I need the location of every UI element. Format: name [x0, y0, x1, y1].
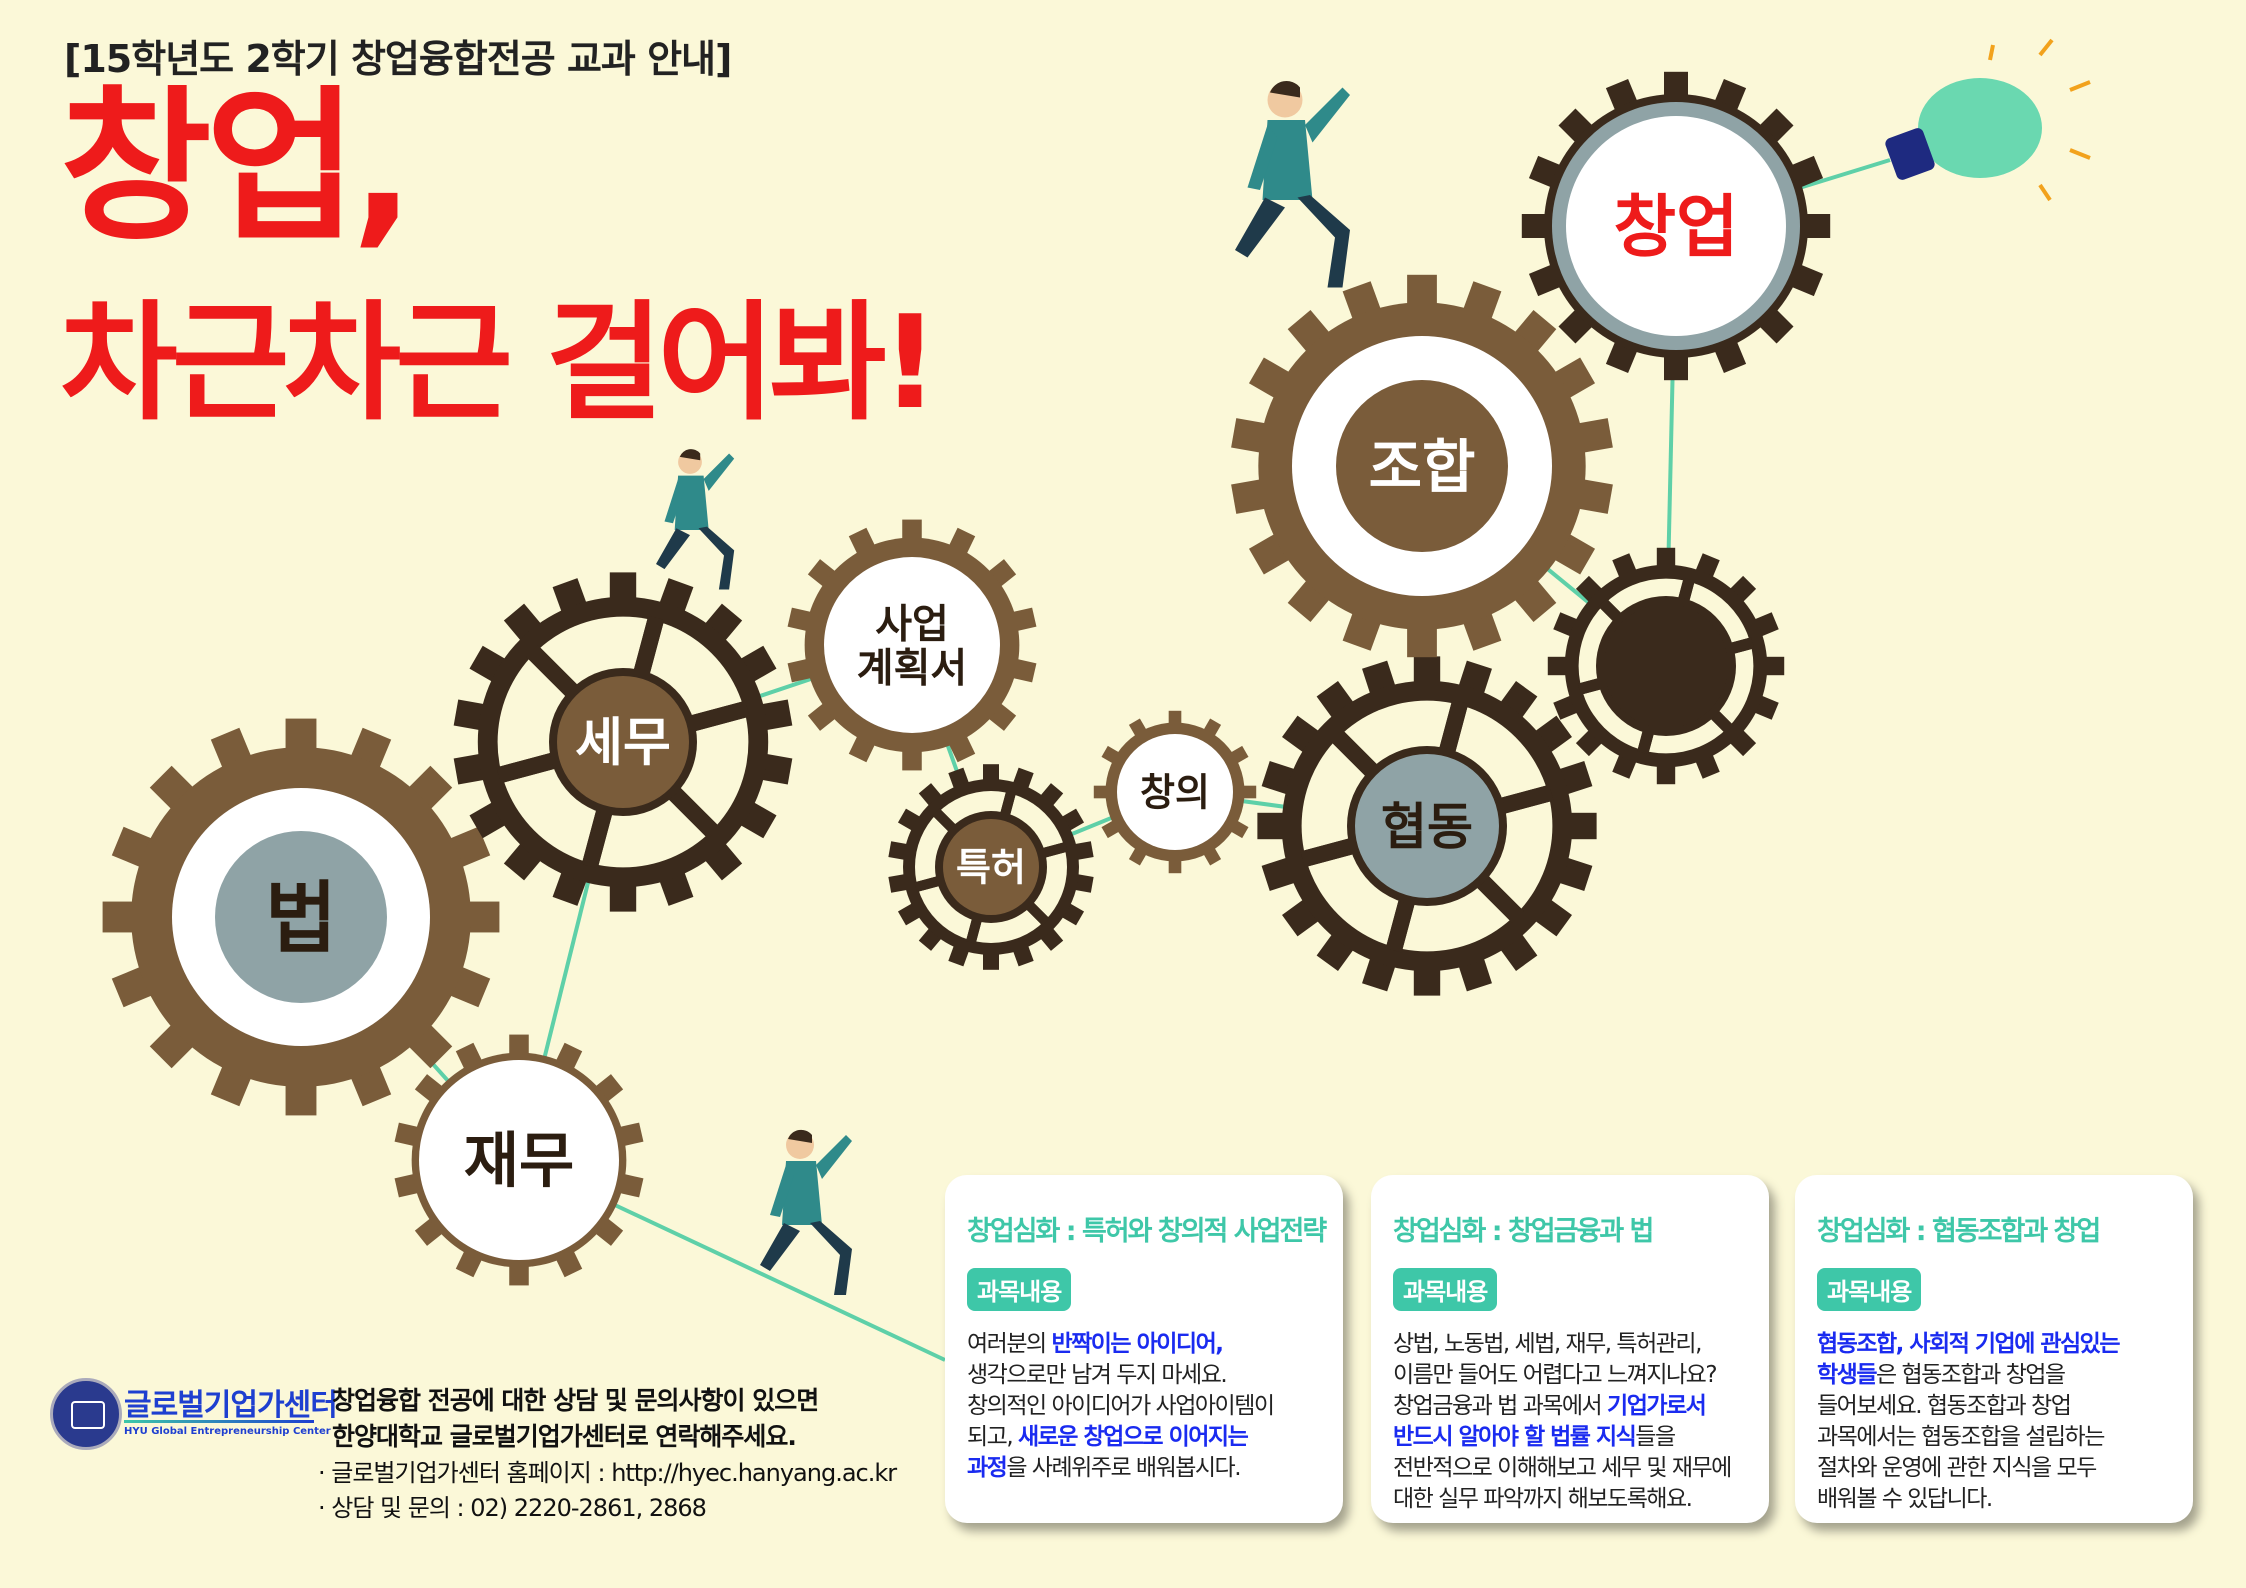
description-line: 전반적으로 이해해보고 세무 및 재무에	[1393, 1453, 1749, 1484]
course-title: 창업심화 : 창업금융과 법	[1393, 1216, 1654, 1247]
contact-line1: 창업융합 전공에 대한 상담 및 문의사항이 있으면	[332, 1386, 819, 1415]
text: 여러분의	[967, 1331, 1052, 1357]
text: 과목에서는 협동조합을 설립하는	[1817, 1424, 2105, 1450]
description-line: 여러분의 반짝이는 아이디어,	[967, 1329, 1323, 1360]
course-card-finance-law: 창업심화 : 창업금융과 법 과목내용 상법, 노동법, 세법, 재무, 특허관…	[1371, 1175, 1769, 1523]
text: 되고,	[967, 1424, 1018, 1450]
course-card-patent: 창업심화 : 특허와 창의적 사업전략 과목내용 여러분의 반짝이는 아이디어,…	[945, 1175, 1343, 1523]
text: 들어보세요. 협동조합과 창업	[1817, 1393, 2072, 1419]
gear-label: 세무	[575, 714, 671, 774]
text: 이름만 들어도 어렵다고 느껴지나요?	[1393, 1362, 1718, 1388]
hanyang-university-logo	[50, 1378, 122, 1450]
highlighted-text: 기업가로서	[1607, 1393, 1707, 1419]
gear-tax: 세무	[453, 572, 793, 912]
poster-subtitle: [15학년도 2학기 창업융합전공 교과 안내]	[64, 37, 732, 81]
running-person-figure	[656, 449, 735, 590]
homepage-link[interactable]: · 글로벌기업가센터 홈페이지 : http://hyec.hanyang.ac…	[318, 1459, 897, 1487]
gear-coop: 협동	[1257, 656, 1597, 996]
highlighted-text: 학생들	[1817, 1362, 1877, 1388]
course-title: 창업심화 : 협동조합과 창업	[1817, 1216, 2101, 1247]
gear-label: 법	[265, 874, 337, 964]
poster-title-line1: 창업,	[60, 71, 414, 263]
description-line: 이름만 들어도 어렵다고 느껴지나요?	[1393, 1360, 1749, 1391]
gear-label: 창업	[1613, 188, 1738, 267]
gear-patent: 특허	[888, 764, 1094, 970]
description-line: 학생들은 협동조합과 창업을	[1817, 1360, 2173, 1391]
text: 상법, 노동법, 세법, 재무, 특허관리,	[1393, 1331, 1702, 1357]
gear-label: 특허	[956, 846, 1026, 890]
course-title: 창업심화 : 특허와 창의적 사업전략	[967, 1216, 1327, 1247]
description-line: 배워볼 수 있답니다.	[1817, 1484, 2173, 1515]
gear-startup: 창업	[1521, 71, 1831, 381]
course-content-badge: 과목내용	[967, 1268, 1072, 1311]
text: 대한 실무 파악까지 해보도록해요.	[1393, 1486, 1693, 1512]
description-line: 되고, 새로운 창업으로 이어지는	[967, 1422, 1323, 1453]
text: 창업금융과 법 과목에서	[1393, 1393, 1608, 1419]
description-line: 창의적인 아이디어가 사업아이템이	[967, 1391, 1323, 1422]
text: 전반적으로 이해해보고 세무 및 재무에	[1393, 1455, 1732, 1481]
gear-creative: 창의	[1093, 710, 1257, 874]
description-line: 대한 실무 파악까지 해보도록해요.	[1393, 1484, 1749, 1515]
contact-info: · 글로벌기업가센터 홈페이지 : http://hyec.hanyang.ac…	[318, 1456, 897, 1526]
gear-law: 법	[102, 718, 500, 1116]
course-description: 여러분의 반짝이는 아이디어,생각으로만 남겨 두지 마세요.창의적인 아이디어…	[967, 1329, 1323, 1484]
poster-title-line2: 차근차근 걸어봐!	[60, 289, 939, 438]
text: 창의적인 아이디어가 사업아이템이	[967, 1393, 1275, 1419]
text: 들을	[1635, 1424, 1676, 1450]
gear-small	[1547, 547, 1785, 785]
gear-finance: 재무	[394, 1034, 644, 1286]
highlighted-text: 과정	[967, 1455, 1008, 1481]
climbing-person-figure	[760, 1129, 852, 1295]
description-line: 협동조합, 사회적 기업에 관심있는	[1817, 1329, 2173, 1360]
divider	[124, 1420, 314, 1423]
gear-label: 창의	[1140, 771, 1210, 815]
description-line: 창업금융과 법 과목에서 기업가로서	[1393, 1391, 1749, 1422]
contact-message: 창업융합 전공에 대한 상담 및 문의사항이 있으면 한양대학교 글로벌기업가센…	[332, 1383, 819, 1455]
walking-person-figure	[1235, 81, 1350, 288]
description-line: 반드시 알아야 할 법률 지식들을	[1393, 1422, 1749, 1453]
text: 절차와 운영에 관한 지식을 모두	[1817, 1455, 2097, 1481]
text: 배워볼 수 있답니다.	[1817, 1486, 1993, 1512]
text: 은 협동조합과 창업을	[1875, 1362, 2066, 1388]
highlighted-text: 협동조합, 사회적 기업에 관심있는	[1817, 1331, 2121, 1357]
description-line: 생각으로만 남겨 두지 마세요.	[967, 1360, 1323, 1391]
gear-union: 조합	[1231, 274, 1613, 658]
contact-line2: 한양대학교 글로벌기업가센터로 연락해주세요.	[332, 1422, 797, 1451]
description-line: 과목에서는 협동조합을 설립하는	[1817, 1422, 2173, 1453]
light-bulb-icon	[1885, 38, 2091, 202]
center-name-english: HYU Global Entrepreneurship Center	[124, 1426, 331, 1437]
highlighted-text: 반짝이는 아이디어,	[1051, 1331, 1224, 1357]
gear-label: 재무	[464, 1127, 574, 1197]
highlighted-text: 반드시 알아야 할 법률 지식	[1393, 1424, 1637, 1450]
course-description: 상법, 노동법, 세법, 재무, 특허관리, 이름만 들어도 어렵다고 느껴지나요…	[1393, 1329, 1749, 1515]
description-line: 과정을 사례위주로 배워봅시다.	[967, 1453, 1323, 1484]
description-line: 절차와 운영에 관한 지식을 모두	[1817, 1453, 2173, 1484]
course-content-badge: 과목내용	[1393, 1268, 1498, 1311]
text: 을 사례위주로 배워봅시다.	[1006, 1455, 1241, 1481]
highlighted-text: 새로운 창업으로 이어지는	[1017, 1424, 1249, 1450]
phone-number: · 상담 및 문의 : 02) 2220-2861, 2868	[318, 1494, 707, 1522]
description-line: 상법, 노동법, 세법, 재무, 특허관리,	[1393, 1329, 1749, 1360]
text: 생각으로만 남겨 두지 마세요.	[967, 1362, 1228, 1388]
description-line: 들어보세요. 협동조합과 창업	[1817, 1391, 2173, 1422]
course-content-badge: 과목내용	[1817, 1268, 1922, 1311]
gear-label: 조합	[1369, 433, 1476, 501]
center-name: 글로벌기업가센터	[124, 1388, 338, 1423]
gear-label: 협동	[1381, 798, 1473, 856]
